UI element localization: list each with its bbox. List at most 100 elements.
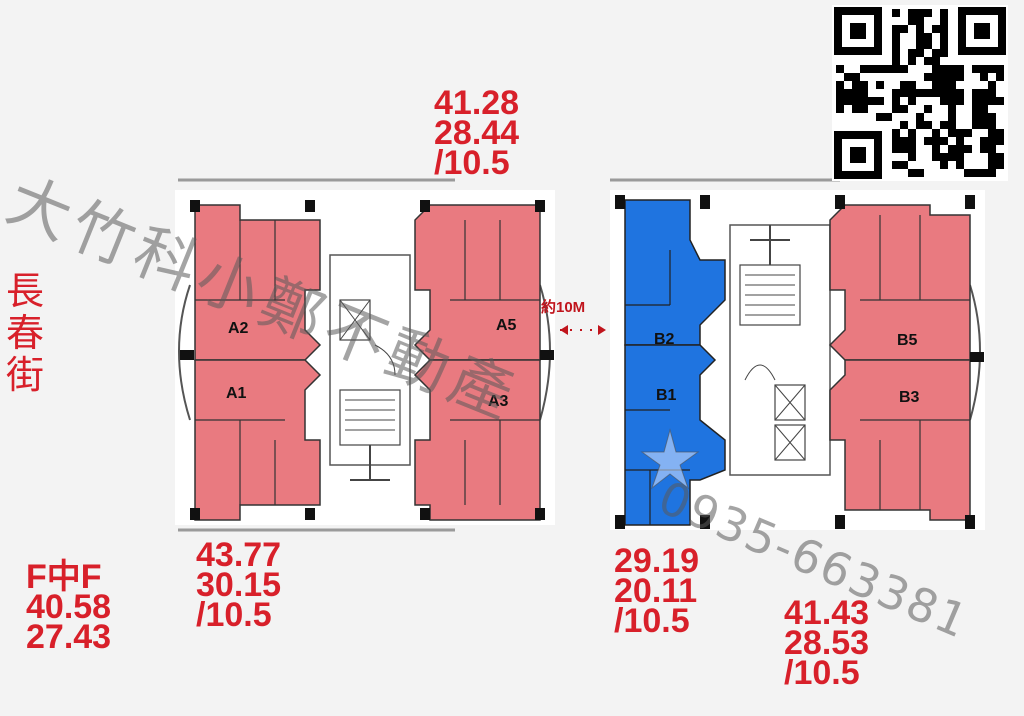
building-b: [610, 190, 985, 530]
qr-module: [892, 105, 900, 113]
qr-module: [932, 25, 940, 33]
qr-module: [972, 89, 980, 97]
qr-module: [892, 65, 900, 73]
qr-module: [932, 65, 940, 73]
qr-module: [852, 81, 860, 89]
qr-module: [980, 73, 988, 81]
qr-module: [860, 65, 868, 73]
qr-module: [948, 97, 956, 105]
qr-module: [900, 89, 908, 97]
qr-module: [900, 25, 908, 33]
qr-module: [964, 169, 972, 177]
qr-module: [892, 97, 900, 105]
qr-module: [940, 153, 948, 161]
qr-module: [852, 97, 860, 105]
qr-module: [900, 65, 908, 73]
qr-module: [964, 145, 972, 153]
qr-module: [884, 113, 892, 121]
unit-b3-area: [829, 359, 971, 521]
qr-module: [892, 129, 900, 137]
qr-module: [932, 89, 940, 97]
unit-label-b3: B3: [899, 389, 920, 406]
qr-module: [940, 89, 948, 97]
qr-module: [980, 169, 988, 177]
qr-module: [900, 145, 908, 153]
qr-module: [900, 105, 908, 113]
qr-module: [836, 81, 844, 89]
qr-module: [996, 137, 1004, 145]
qr-module: [916, 41, 924, 49]
qr-module: [956, 65, 964, 73]
qr-module: [852, 89, 860, 97]
qr-module: [940, 73, 948, 81]
qr-module: [932, 49, 940, 57]
qr-module: [972, 97, 980, 105]
qr-module: [852, 105, 860, 113]
qr-module: [996, 97, 1004, 105]
qr-module: [948, 113, 956, 121]
qr-module: [908, 137, 916, 145]
qr-module: [916, 17, 924, 25]
qr-module: [924, 73, 932, 81]
qr-module: [948, 105, 956, 113]
qr-module: [892, 33, 900, 41]
qr-module: [908, 129, 916, 137]
qr-module: [940, 161, 948, 169]
qr-module: [948, 129, 956, 137]
qr-module: [996, 65, 1004, 73]
qr-module: [876, 113, 884, 121]
qr-module: [908, 89, 916, 97]
qr-module: [916, 113, 924, 121]
qr-module: [916, 121, 924, 129]
qr-module: [908, 81, 916, 89]
qr-module: [876, 65, 884, 73]
qr-module: [908, 145, 916, 153]
qr-module: [924, 9, 932, 17]
qr-module: [932, 73, 940, 81]
qr-module: [980, 121, 988, 129]
qr-module: [868, 97, 876, 105]
qr-module: [996, 153, 1004, 161]
qr-module: [892, 161, 900, 169]
qr-module: [940, 25, 948, 33]
qr-module: [948, 89, 956, 97]
qr-module: [980, 105, 988, 113]
qr-module: [844, 97, 852, 105]
qr-module: [924, 137, 932, 145]
qr-module: [980, 65, 988, 73]
qr-module: [988, 129, 996, 137]
qr-module: [860, 81, 868, 89]
qr-module: [924, 105, 932, 113]
qr-module: [972, 105, 980, 113]
qr-module: [924, 33, 932, 41]
qr-module: [908, 49, 916, 57]
qr-module: [884, 65, 892, 73]
qr-module: [860, 97, 868, 105]
qr-module: [900, 161, 908, 169]
qr-module: [900, 81, 908, 89]
qr-module: [844, 73, 852, 81]
qr-module: [972, 121, 980, 129]
qr-module: [908, 169, 916, 177]
qr-module: [932, 137, 940, 145]
qr-module: [892, 57, 900, 65]
qr-module: [908, 153, 916, 161]
unit-label-a3: A3: [488, 393, 509, 410]
qr-module: [916, 33, 924, 41]
qr-module: [996, 129, 1004, 137]
qr-module: [940, 49, 948, 57]
qr-module: [988, 121, 996, 129]
qr-module: [932, 81, 940, 89]
qr-module: [916, 169, 924, 177]
qr-module: [836, 105, 844, 113]
qr-module: [956, 73, 964, 81]
qr-module: [940, 137, 948, 145]
qr-module: [972, 169, 980, 177]
qr-module: [836, 65, 844, 73]
qr-module: [956, 153, 964, 161]
qr-module: [908, 97, 916, 105]
qr-module: [924, 41, 932, 49]
qr-module: [956, 145, 964, 153]
